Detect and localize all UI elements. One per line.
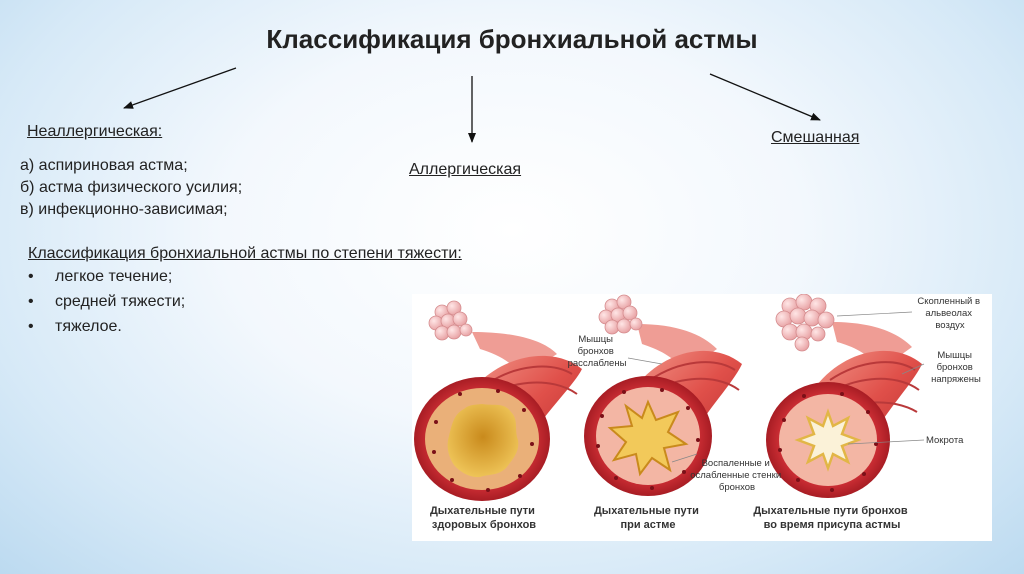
list-item: в) инфекционно-зависимая;: [20, 199, 242, 221]
caption-line: Дыхательные пути: [594, 505, 699, 517]
note-line: Мышцы: [937, 350, 972, 361]
note-line: напряжены: [931, 374, 981, 385]
allergic-label: Аллергическая: [409, 161, 521, 179]
caption-line: при астме: [620, 519, 675, 531]
note-tense: Мышцы бронхов напряжены: [931, 350, 981, 385]
note-inflamed: Воспаленные и ослабленные стенки бронхов: [690, 458, 784, 493]
arrow-nonallergic: [124, 68, 236, 108]
note-line: расслаблены: [568, 358, 627, 369]
caption-line: здоровых бронхов: [432, 519, 536, 531]
arrow-mixed: [710, 74, 820, 120]
caption-line: Дыхательные пути: [430, 505, 535, 517]
attack-airway: [766, 294, 924, 498]
note-line: Мышцы: [578, 334, 613, 345]
note-line: Скопленный в: [917, 296, 980, 307]
list-item: легкое течение;: [28, 264, 185, 289]
note-line: бронхов: [719, 482, 755, 493]
bronchi-illustration: Мышцы бронхов расслаблены Воспаленные и …: [412, 294, 992, 541]
note-mucus: Мокрота: [926, 435, 964, 446]
severity-list: легкое течение; средней тяжести; тяжелое…: [28, 264, 185, 339]
note-line: Воспаленные и: [702, 458, 770, 469]
nonallergic-label: Неаллергическая:: [27, 123, 162, 141]
caption-healthy: Дыхательные пути здоровых бронхов: [430, 505, 538, 531]
caption-asthma: Дыхательные пути при астме: [594, 505, 702, 531]
list-item: а) аспириновая астма;: [20, 155, 242, 177]
list-item: тяжелое.: [28, 314, 185, 339]
caption-line: во время присупа астмы: [764, 519, 901, 531]
note-trapped-air: Скопленный в альвеолах воздух: [917, 296, 982, 331]
note-relaxed: Мышцы бронхов расслаблены: [568, 334, 627, 369]
note-line: альвеолах: [925, 308, 972, 319]
list-item: б) астма физического усилия;: [20, 177, 242, 199]
list-item: средней тяжести;: [28, 289, 185, 314]
nonallergic-list: а) аспириновая астма; б) астма физическо…: [20, 155, 242, 221]
caption-line: Дыхательные пути бронхов: [753, 505, 907, 517]
mixed-label: Смешанная: [771, 129, 859, 147]
note-line: ослабленные стенки: [690, 470, 781, 481]
note-line: бронхов: [578, 346, 614, 357]
note-line: бронхов: [937, 362, 973, 373]
healthy-airway: [414, 301, 582, 501]
severity-heading: Классификация бронхиальной астмы по степ…: [28, 245, 462, 263]
note-line: воздух: [935, 320, 965, 331]
caption-attack: Дыхательные пути бронхов во время присуп…: [753, 505, 910, 531]
